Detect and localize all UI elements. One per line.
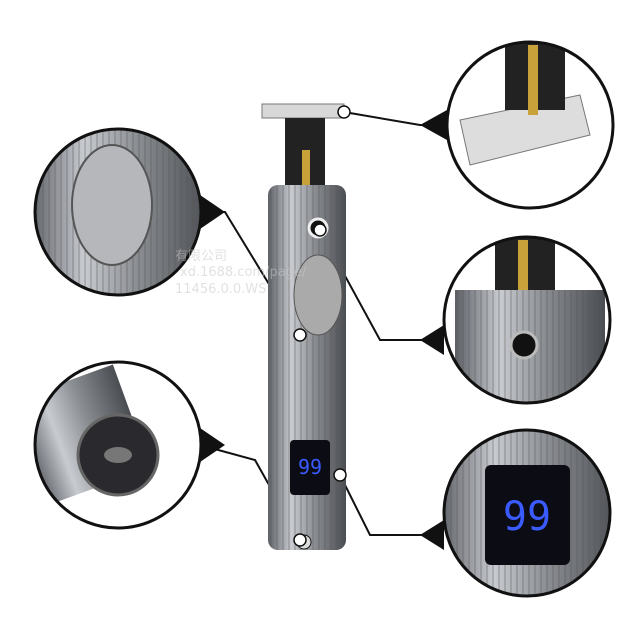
watermark-line1: 有限公司 bbox=[175, 249, 228, 264]
charging-port-detail-circle bbox=[35, 362, 201, 528]
watermark-line2: xd.1688.com/page/ bbox=[180, 265, 307, 280]
watermark-line3: 11456.0.0.WS bbox=[175, 282, 267, 297]
display-reading-zoomed: 99 bbox=[503, 494, 551, 540]
display-reading: 99 bbox=[298, 455, 322, 479]
trimmer-body: 99 bbox=[261, 103, 346, 550]
led-display-detail-circle: 99 bbox=[444, 430, 610, 596]
blade-detail-circle bbox=[447, 42, 613, 208]
embossed-portrait-detail-circle bbox=[35, 129, 201, 295]
